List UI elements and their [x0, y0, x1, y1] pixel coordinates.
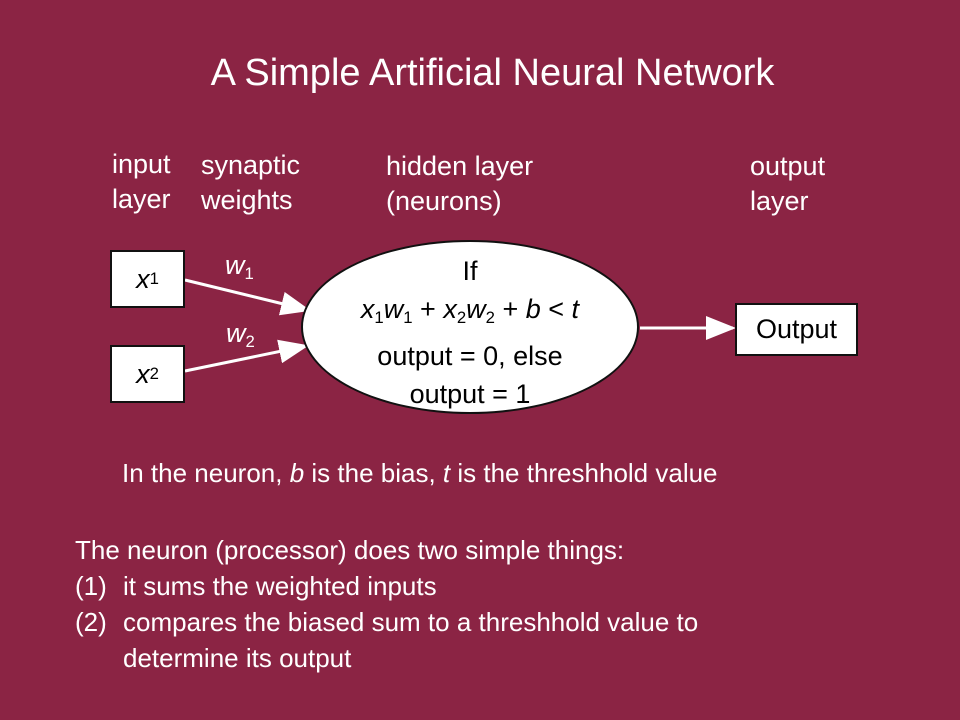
weight-w2-var: w [226, 318, 246, 348]
input-layer-label-line2: layer [112, 184, 171, 214]
description-item-2-number: (2) [75, 607, 107, 637]
output-layer-label-line2: layer [750, 186, 809, 216]
input-layer-label-line1: input [112, 149, 171, 179]
description-item-1-number: (1) [75, 571, 107, 601]
weight-w1-sub: 1 [244, 264, 254, 284]
output-layer-label-line1: output [750, 151, 826, 181]
synaptic-weights-label: synaptic weights [201, 148, 300, 218]
cond-x2-sub: 2 [456, 308, 467, 328]
cond-x1-sub: 1 [374, 308, 384, 328]
hidden-layer-label-line2: (neurons) [386, 186, 502, 216]
arrow-x2-to-neuron [184, 339, 309, 373]
bias-note-prefix: In the neuron, [122, 458, 290, 488]
cond-w2: w [466, 294, 486, 324]
input-x1-var: x [136, 263, 150, 294]
weight-w1-var: w [225, 250, 245, 280]
cond-w1: w [383, 294, 404, 324]
cond-plus-1: + [412, 294, 444, 324]
description-item-2-line2: determine its output [123, 643, 352, 673]
bias-note-b: b [289, 458, 305, 488]
weight-w2-label: w2 [226, 318, 255, 352]
bias-note-suffix: is the threshhold value [450, 458, 718, 488]
output-layer-label: output layer [750, 149, 825, 219]
bias-note-t: t [442, 458, 451, 488]
weight-w1-label: w1 [225, 250, 254, 284]
neuron-description: The neuron (processor) does two simple t… [75, 532, 698, 676]
cond-b: b [525, 294, 541, 324]
cond-w1-sub: 1 [403, 308, 413, 328]
hidden-layer-label: hidden layer (neurons) [386, 149, 533, 219]
description-item-2-line1: compares the biased sum to a threshhold … [123, 607, 699, 637]
neuron-ellipse: If x1w1 + x2w2 + b < t output = 0, else … [301, 240, 639, 414]
cond-w2-sub: 2 [485, 308, 495, 328]
cond-plus-2: + [494, 294, 526, 324]
description-item-1: (1) it sums the weighted inputs [75, 568, 698, 604]
neuron-condition: x1w1 + x2w2 + b < t [303, 290, 637, 337]
description-intro: The neuron (processor) does two simple t… [75, 535, 625, 565]
synaptic-weights-label-line1: synaptic [201, 150, 301, 180]
hidden-layer-label-line1: hidden layer [386, 151, 534, 181]
description-item-2: (2) compares the biased sum to a threshh… [75, 604, 698, 676]
description-item-1-line1: it sums the weighted inputs [123, 571, 437, 601]
output-box: Output [735, 303, 858, 356]
arrow-x1-to-neuron [184, 278, 311, 316]
input-layer-label: input layer [112, 147, 171, 217]
input-x2-sub: 2 [149, 364, 159, 383]
neuron-line-output-0: output = 0, else [377, 341, 563, 372]
cond-x2: x [443, 294, 457, 324]
page-title: A Simple Artificial Neural Network [210, 52, 775, 94]
input-x2-var: x [136, 358, 150, 389]
cond-x1: x [360, 294, 375, 324]
cond-t: t [571, 294, 580, 324]
input-x1-sub: 1 [149, 269, 159, 288]
bias-note-middle: is the bias, [304, 458, 443, 488]
neuron-line-output-1: output = 1 [409, 379, 531, 410]
weight-w2-sub: 2 [245, 332, 255, 352]
cond-less-than: < [540, 294, 572, 324]
bias-note: In the neuron, b is the bias, t is the t… [122, 456, 718, 490]
synaptic-weights-label-line2: weights [201, 185, 293, 215]
neuron-line-if: If [462, 256, 478, 286]
